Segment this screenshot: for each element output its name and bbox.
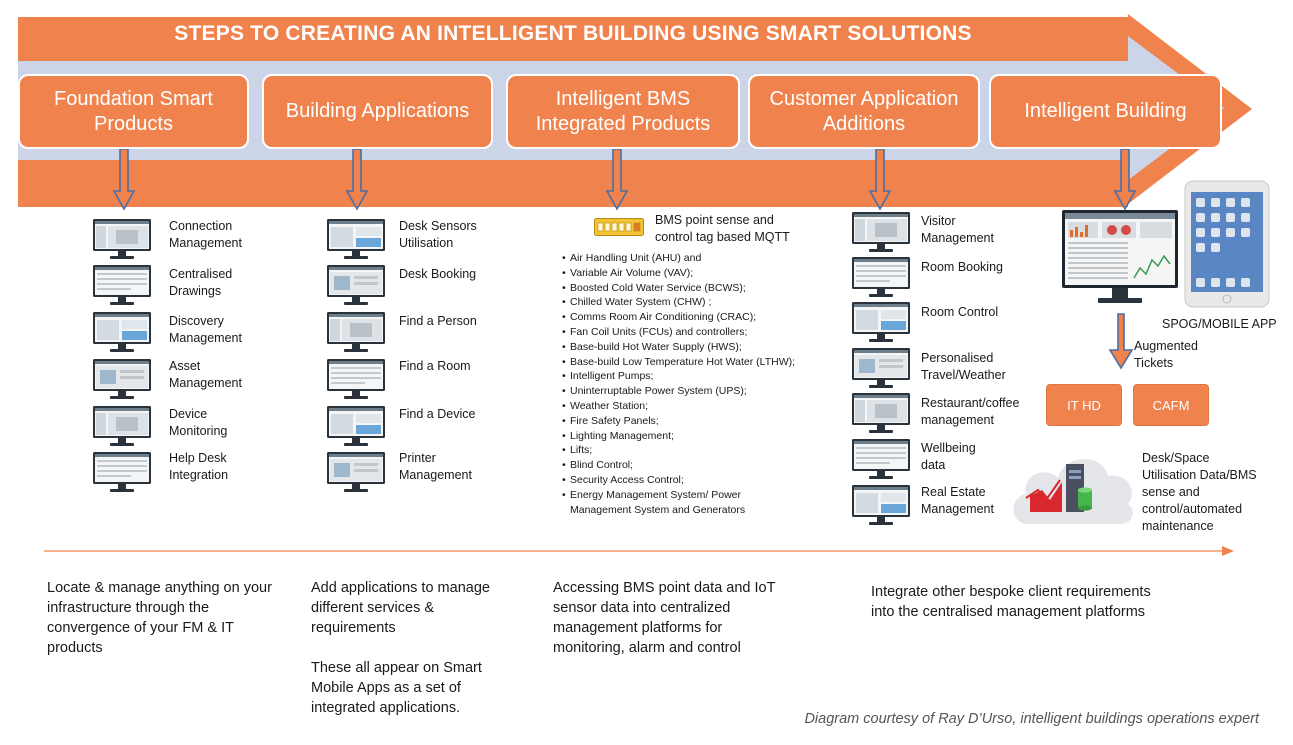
monitor-screen-icon	[852, 485, 910, 525]
list-item: Comms Room Air Conditioning (CRAC);	[562, 310, 795, 325]
building-item: Desk Booking	[399, 267, 477, 281]
monitor-screen-icon	[93, 265, 151, 305]
list-item: Chilled Water System (CHW) ;	[562, 295, 795, 310]
bms-point-list: Air Handling Unit (AHU) and Variable Air…	[562, 251, 795, 517]
list-item: Fan Coil Units (FCUs) and controllers;	[562, 325, 795, 340]
monitor-screen-icon	[852, 302, 910, 342]
spog-label: SPOG/MOBILE APP	[1162, 317, 1277, 331]
monitor-screen-icon	[327, 359, 385, 399]
list-item: Weather Station;	[562, 399, 795, 414]
list-item: Uninterruptable Power System (UPS);	[562, 384, 795, 399]
list-item: Security Access Control;	[562, 473, 795, 488]
cloud-icon	[1013, 458, 1133, 525]
list-item: Boosted Cold Water Service (BCWS);	[562, 281, 795, 296]
down-arrow-icon	[345, 148, 369, 211]
timeline-arrow	[44, 546, 1234, 556]
list-item: Intelligent Pumps;	[562, 369, 795, 384]
dashboard-monitor-icon	[1062, 210, 1178, 303]
tablet-icon	[1184, 180, 1270, 308]
monitor-screen-icon	[852, 393, 910, 433]
monitor-screen-icon	[93, 359, 151, 399]
monitor-screen-icon	[93, 406, 151, 446]
credit-caption: Diagram courtesy of Ray D’Urso, intellig…	[804, 711, 1259, 727]
monitor-screen-icon	[93, 312, 151, 352]
down-arrow-icon	[112, 148, 136, 211]
list-item: Base-build Hot Water Supply (HWS);	[562, 340, 795, 355]
building-item: Find a Device	[399, 407, 476, 421]
list-item: Blind Control;	[562, 458, 795, 473]
list-item: Energy Management System/ PowerManagemen…	[562, 488, 795, 518]
list-item: Fire Safety Panels;	[562, 414, 795, 429]
building-item: Find a Room	[399, 359, 471, 373]
step-building-applications: Building Applications	[262, 74, 493, 149]
down-arrows	[112, 148, 1137, 211]
step-intelligent-building: Intelligent Building	[989, 74, 1222, 149]
monitor-screen-icon	[852, 257, 910, 297]
down-arrow-icon	[1108, 313, 1134, 370]
monitor-screen-icon	[327, 312, 385, 352]
monitor-screen-icon	[93, 452, 151, 492]
monitor-screen-icon	[852, 439, 910, 479]
down-arrow-icon	[868, 148, 892, 211]
customer-item: Room Booking	[921, 260, 1003, 274]
description-customer: Integrate other bespoke client requireme…	[871, 584, 1151, 620]
down-arrow-icon	[1113, 148, 1137, 211]
monitor-screen-icon	[852, 348, 910, 388]
monitor-screen-icon	[93, 219, 151, 259]
monitor-screen-icon	[327, 219, 385, 259]
list-item: Base-build Low Temperature Hot Water (LT…	[562, 355, 795, 370]
customer-item: Room Control	[921, 305, 999, 319]
list-item: Lifts;	[562, 443, 795, 458]
bms-controller-icon	[594, 218, 644, 236]
list-item: Variable Air Volume (VAV);	[562, 266, 795, 281]
monitor-screen-icon	[852, 212, 910, 252]
it-hd-box: IT HD	[1046, 384, 1122, 426]
list-item: Lighting Management;	[562, 429, 795, 444]
building-item: Find a Person	[399, 314, 477, 328]
down-arrow-icon	[605, 148, 629, 211]
cafm-box: CAFM	[1133, 384, 1209, 426]
page-title: STEPS TO CREATING AN INTELLIGENT BUILDIN…	[174, 22, 972, 45]
list-item: Air Handling Unit (AHU) and	[562, 251, 795, 266]
monitor-screen-icon	[327, 452, 385, 492]
monitor-screen-icon	[327, 265, 385, 305]
monitor-screen-icon	[327, 406, 385, 446]
